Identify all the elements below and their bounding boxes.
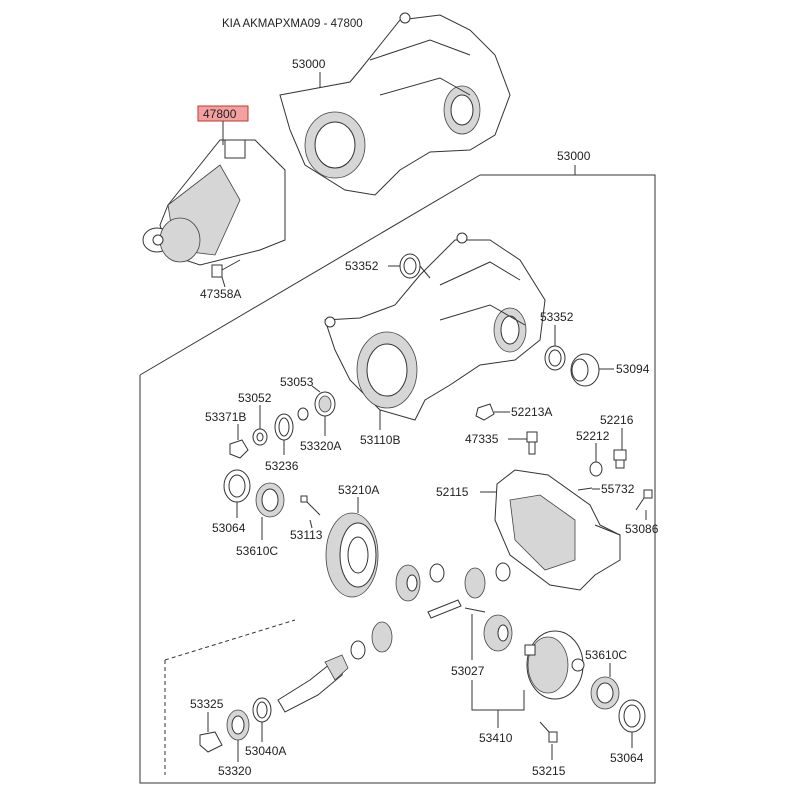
label-53040A[interactable]: 53040A bbox=[245, 744, 286, 758]
label-53215[interactable]: 53215 bbox=[532, 764, 566, 778]
label-53000-box[interactable]: 53000 bbox=[557, 149, 591, 163]
diff-case-53410[interactable] bbox=[524, 630, 585, 700]
nut-53371B[interactable] bbox=[229, 439, 249, 459]
ring-53053[interactable] bbox=[297, 407, 309, 421]
label-53352-b[interactable]: 53352 bbox=[540, 310, 574, 324]
label-47335[interactable]: 47335 bbox=[465, 432, 499, 446]
washer-53052[interactable] bbox=[252, 428, 268, 446]
leader-53053 bbox=[311, 385, 321, 393]
assembly-frame bbox=[139, 174, 656, 784]
label-53113[interactable]: 53113 bbox=[290, 528, 323, 542]
leader-47358A bbox=[221, 276, 226, 288]
ring-gear-53210A[interactable] bbox=[325, 512, 379, 598]
bearing-53610C-b[interactable] bbox=[590, 676, 620, 710]
label-53610C-b[interactable]: 53610C bbox=[585, 648, 627, 662]
label-52212[interactable]: 52212 bbox=[576, 429, 610, 443]
label-53094[interactable]: 53094 bbox=[616, 362, 650, 376]
label-53352-a[interactable]: 53352 bbox=[345, 259, 379, 273]
bolt-55732[interactable] bbox=[577, 487, 593, 491]
bolt-53215[interactable] bbox=[539, 721, 558, 743]
label-47800[interactable]: 47800 bbox=[203, 107, 237, 121]
leader-53352-a2 bbox=[419, 265, 431, 279]
label-53064-b[interactable]: 53064 bbox=[610, 751, 644, 765]
thrust-washer-lower[interactable] bbox=[350, 640, 366, 660]
diagram-title: KIA AKMAPXMA09 - 47800 bbox=[222, 18, 363, 30]
nut-52213A[interactable] bbox=[475, 403, 495, 421]
label-53610C-a[interactable]: 53610C bbox=[236, 544, 278, 558]
label-53236[interactable]: 53236 bbox=[265, 459, 299, 473]
spacer-53325[interactable] bbox=[199, 731, 223, 753]
label-53086[interactable]: 53086 bbox=[625, 522, 659, 536]
plug-52216[interactable] bbox=[613, 449, 627, 469]
label-53325[interactable]: 53325 bbox=[190, 697, 224, 711]
leader-53113 bbox=[309, 519, 313, 529]
thrust-washer[interactable] bbox=[495, 562, 511, 582]
label-52213A[interactable]: 52213A bbox=[511, 405, 552, 419]
thrust-washer-left[interactable] bbox=[429, 563, 445, 583]
label-53110B[interactable]: 53110B bbox=[360, 433, 400, 447]
ring-53236[interactable] bbox=[274, 413, 294, 441]
label-52115[interactable]: 52115 bbox=[436, 485, 469, 499]
bolt-47358A[interactable] bbox=[211, 259, 241, 278]
bracket-53410 bbox=[471, 680, 525, 711]
transfer-assembly-47800[interactable] bbox=[142, 139, 286, 266]
pin[interactable] bbox=[464, 607, 486, 613]
label-53000-top[interactable]: 53000 bbox=[292, 57, 326, 71]
oil-seal-53094[interactable] bbox=[570, 353, 600, 387]
bearing-53610C-a[interactable] bbox=[255, 482, 285, 518]
assembly-frame-diagonal bbox=[139, 174, 481, 376]
side-gear-lower[interactable] bbox=[483, 614, 513, 652]
shim-53040A[interactable] bbox=[252, 697, 272, 723]
bearing-53320[interactable] bbox=[226, 709, 250, 741]
plug-47335[interactable] bbox=[526, 431, 538, 455]
bolt-53086[interactable] bbox=[635, 489, 653, 511]
seal-53320A[interactable] bbox=[314, 391, 336, 417]
label-55732[interactable]: 55732 bbox=[601, 482, 635, 496]
label-53371B[interactable]: 53371B bbox=[205, 410, 246, 424]
differential-carrier-top[interactable] bbox=[279, 12, 511, 196]
bolt-53113[interactable] bbox=[300, 495, 321, 516]
label-53027[interactable]: 53027 bbox=[451, 664, 485, 678]
label-53320[interactable]: 53320 bbox=[218, 764, 252, 778]
label-53052[interactable]: 53052 bbox=[238, 391, 272, 405]
seal-53352-a[interactable] bbox=[399, 253, 421, 279]
label-47358A[interactable]: 47358A bbox=[200, 287, 241, 301]
seal-53064-b[interactable] bbox=[618, 699, 646, 733]
seal-53064-a[interactable] bbox=[223, 469, 251, 503]
label-52216[interactable]: 52216 bbox=[600, 413, 634, 427]
label-53053[interactable]: 53053 bbox=[280, 375, 314, 389]
label-53210A[interactable]: 53210A bbox=[338, 483, 379, 497]
pinion-gear-lower[interactable] bbox=[371, 621, 393, 653]
label-53320A[interactable]: 53320A bbox=[300, 439, 341, 453]
rear-cover-52115[interactable] bbox=[494, 469, 621, 591]
seal-53352-b[interactable] bbox=[544, 345, 566, 371]
pinion-gear-right[interactable] bbox=[464, 567, 486, 599]
pinion-shaft[interactable] bbox=[427, 599, 462, 619]
pinion-guide-line bbox=[164, 619, 296, 661]
side-gear-left[interactable] bbox=[395, 564, 421, 602]
gasket-52212[interactable] bbox=[589, 461, 603, 477]
label-53410[interactable]: 53410 bbox=[479, 731, 513, 745]
label-53064-a[interactable]: 53064 bbox=[212, 521, 246, 535]
drive-pinion[interactable] bbox=[277, 654, 349, 713]
carrier-53110B[interactable] bbox=[324, 232, 546, 421]
